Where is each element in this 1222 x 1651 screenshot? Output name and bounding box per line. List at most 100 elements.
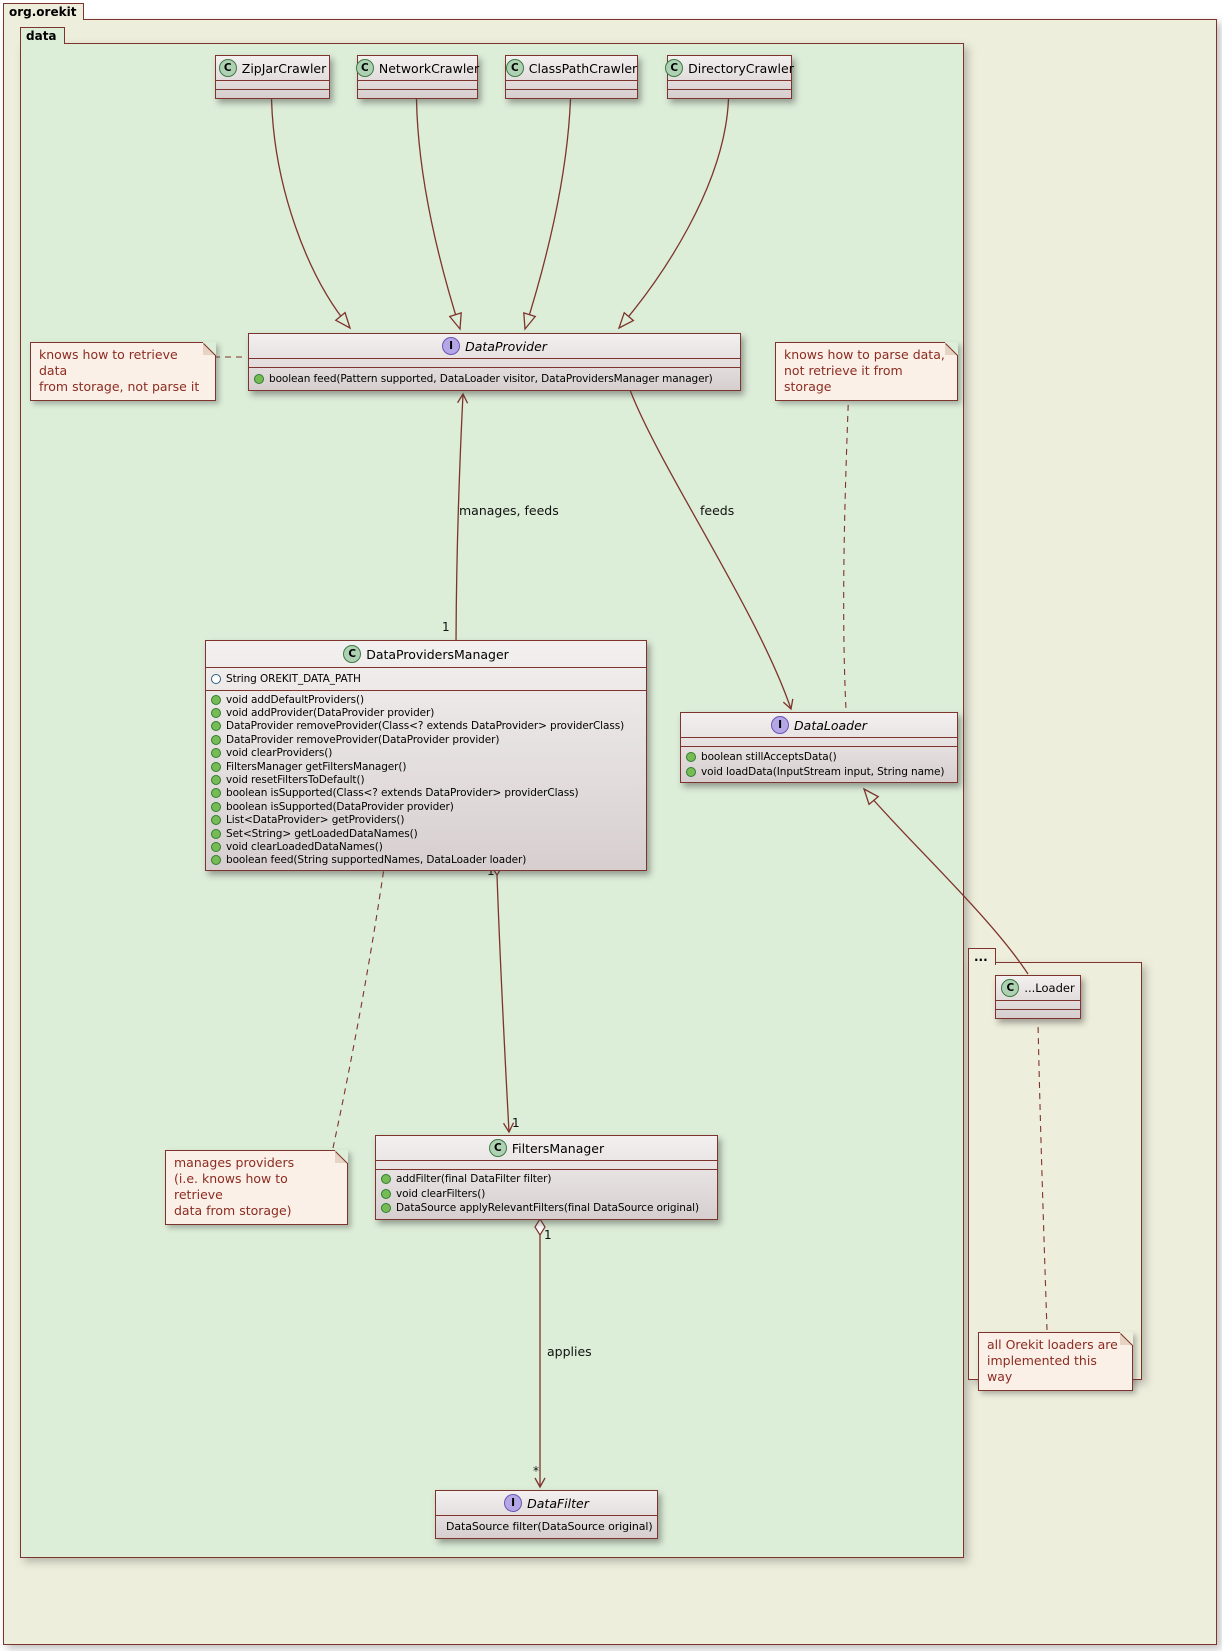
fields-compartment <box>996 1000 1080 1009</box>
method-row: DataProvider removeProvider(Class<? exte… <box>206 720 646 733</box>
interface-name: DataProvider <box>465 338 547 354</box>
public-method-icon <box>211 801 221 812</box>
edge-label-applies: applies <box>547 1344 592 1359</box>
interface-datafilter: I DataFilter DataSource filter(DataSourc… <box>435 1490 658 1539</box>
multiplicity-manager-end: 1 <box>442 620 450 634</box>
class-stereotype-icon: C <box>343 645 362 663</box>
class-stereotype-icon: C <box>355 59 374 77</box>
fields-compartment <box>249 358 740 367</box>
interface-title: I DataFilter <box>436 1491 657 1515</box>
methods-compartment: void addDefaultProviders() void addProvi… <box>206 690 646 870</box>
public-method-icon <box>211 775 221 786</box>
method-text: void clearFilters() <box>396 1187 486 1200</box>
method-text: DataProvider removeProvider(Class<? exte… <box>226 720 625 733</box>
class-directorycrawler: C DirectoryCrawler <box>665 55 794 99</box>
methods-compartment: boolean feed(Pattern supported, DataLoad… <box>249 367 740 390</box>
package-label: data <box>26 29 57 43</box>
class-zipjarcrawler: C ZipJarCrawler <box>215 55 330 99</box>
note-text: knows how to parse data, not retrieve it… <box>784 347 945 394</box>
method-row: DataSource applyRelevantFilters(final Da… <box>376 1201 717 1216</box>
public-method-icon <box>211 694 221 705</box>
package-body-ellipsis <box>968 962 1142 1380</box>
edge-label-manages-feeds: manages, feeds <box>459 503 559 518</box>
interface-title: I DataLoader <box>681 713 957 737</box>
class-stereotype-icon: C <box>488 1139 507 1157</box>
class-title: C ZipJarCrawler <box>216 56 329 80</box>
interface-name: DataFilter <box>527 1495 589 1511</box>
class-name: ZipJarCrawler <box>241 60 327 76</box>
method-text: boolean feed(Pattern supported, DataLoad… <box>269 372 713 385</box>
method-text: void clearProviders() <box>226 747 333 760</box>
method-text: DataSource applyRelevantFilters(final Da… <box>396 1202 699 1215</box>
multiplicity-fm-top-end: 1 <box>512 1116 520 1130</box>
class-name: DirectoryCrawler <box>688 60 794 76</box>
class-title: C DirectoryCrawler <box>665 56 794 80</box>
methods-compartment: addFilter(final DataFilter filter) void … <box>376 1169 717 1219</box>
fields-compartment: String OREKIT_DATA_PATH <box>206 667 646 690</box>
methods-compartment <box>216 89 329 98</box>
method-row: addFilter(final DataFilter filter) <box>376 1172 717 1187</box>
method-text: DataProvider removeProvider(DataProvider… <box>226 733 500 746</box>
public-method-icon <box>211 761 221 772</box>
multiplicity-datafilter-end: * <box>533 1464 539 1478</box>
class-stereotype-icon: C <box>505 59 524 77</box>
class-ellipsisloader: C ...Loader <box>995 975 1081 1019</box>
interface-stereotype-icon: I <box>504 1494 523 1512</box>
multiplicity-fm-bottom-end: 1 <box>544 1228 552 1242</box>
class-name: DataProvidersManager <box>366 646 509 662</box>
interface-name: DataLoader <box>794 717 867 733</box>
public-method-icon <box>211 815 221 826</box>
public-method-icon <box>211 708 221 719</box>
methods-compartment: boolean stillAcceptsData() void loadData… <box>681 746 957 782</box>
field-icon <box>211 673 221 684</box>
methods-compartment <box>506 89 637 98</box>
note-fold-icon <box>944 342 958 356</box>
method-row: boolean isSupported(DataProvider provide… <box>206 800 646 813</box>
public-method-icon <box>686 751 696 762</box>
methods-compartment <box>996 1009 1080 1018</box>
class-title: C FiltersManager <box>376 1136 717 1160</box>
fields-compartment <box>376 1160 717 1169</box>
class-stereotype-icon: C <box>218 59 237 77</box>
interface-title: I DataProvider <box>249 334 740 358</box>
method-row: void resetFiltersToDefault() <box>206 773 646 786</box>
method-text: boolean isSupported(Class<? extends Data… <box>226 787 579 800</box>
public-method-icon <box>254 373 264 384</box>
class-name: FiltersManager <box>511 1140 605 1156</box>
class-stereotype-icon: C <box>665 59 684 77</box>
field-row: String OREKIT_DATA_PATH <box>206 670 646 687</box>
public-method-icon <box>211 828 221 839</box>
note-fold-icon <box>334 1150 348 1164</box>
package-tab-data: data <box>20 27 65 44</box>
package-label: ... <box>974 950 988 964</box>
note-text: all Orekit loaders are implemented this … <box>987 1337 1118 1384</box>
method-row: boolean feed(Pattern supported, DataLoad… <box>249 370 740 387</box>
public-method-icon <box>211 721 221 732</box>
fields-compartment <box>216 80 329 89</box>
method-text: void loadData(InputStream input, String … <box>701 765 945 778</box>
fields-compartment <box>506 80 637 89</box>
method-row: void loadData(InputStream input, String … <box>681 764 957 779</box>
class-name: NetworkCrawler <box>378 60 480 76</box>
public-method-icon <box>211 855 221 866</box>
method-text: boolean feed(String supportedNames, Data… <box>226 854 527 867</box>
methods-compartment <box>358 89 477 98</box>
method-text: DataSource filter(DataSource original) <box>446 1520 653 1533</box>
public-method-icon <box>381 1174 391 1185</box>
method-row: List<DataProvider> getProviders() <box>206 814 646 827</box>
class-title: C NetworkCrawler <box>355 56 480 80</box>
method-text: void addProvider(DataProvider provider) <box>226 707 435 720</box>
note-retrieve: knows how to retrieve data from storage,… <box>30 342 216 401</box>
method-row: void clearFilters() <box>376 1187 717 1202</box>
class-dataprovidersmanager: C DataProvidersManager String OREKIT_DAT… <box>205 640 647 872</box>
method-row: void addDefaultProviders() <box>206 693 646 706</box>
package-tab-orekit: org.orekit <box>3 3 85 20</box>
method-row: DataProvider removeProvider(DataProvider… <box>206 733 646 746</box>
note-loaders: all Orekit loaders are implemented this … <box>978 1332 1133 1391</box>
public-method-icon <box>211 841 221 852</box>
note-text: manages providers (i.e. knows how to ret… <box>174 1155 295 1218</box>
method-text: boolean stillAcceptsData() <box>701 750 837 763</box>
method-row: void clearProviders() <box>206 747 646 760</box>
method-text: boolean isSupported(DataProvider provide… <box>226 800 454 813</box>
